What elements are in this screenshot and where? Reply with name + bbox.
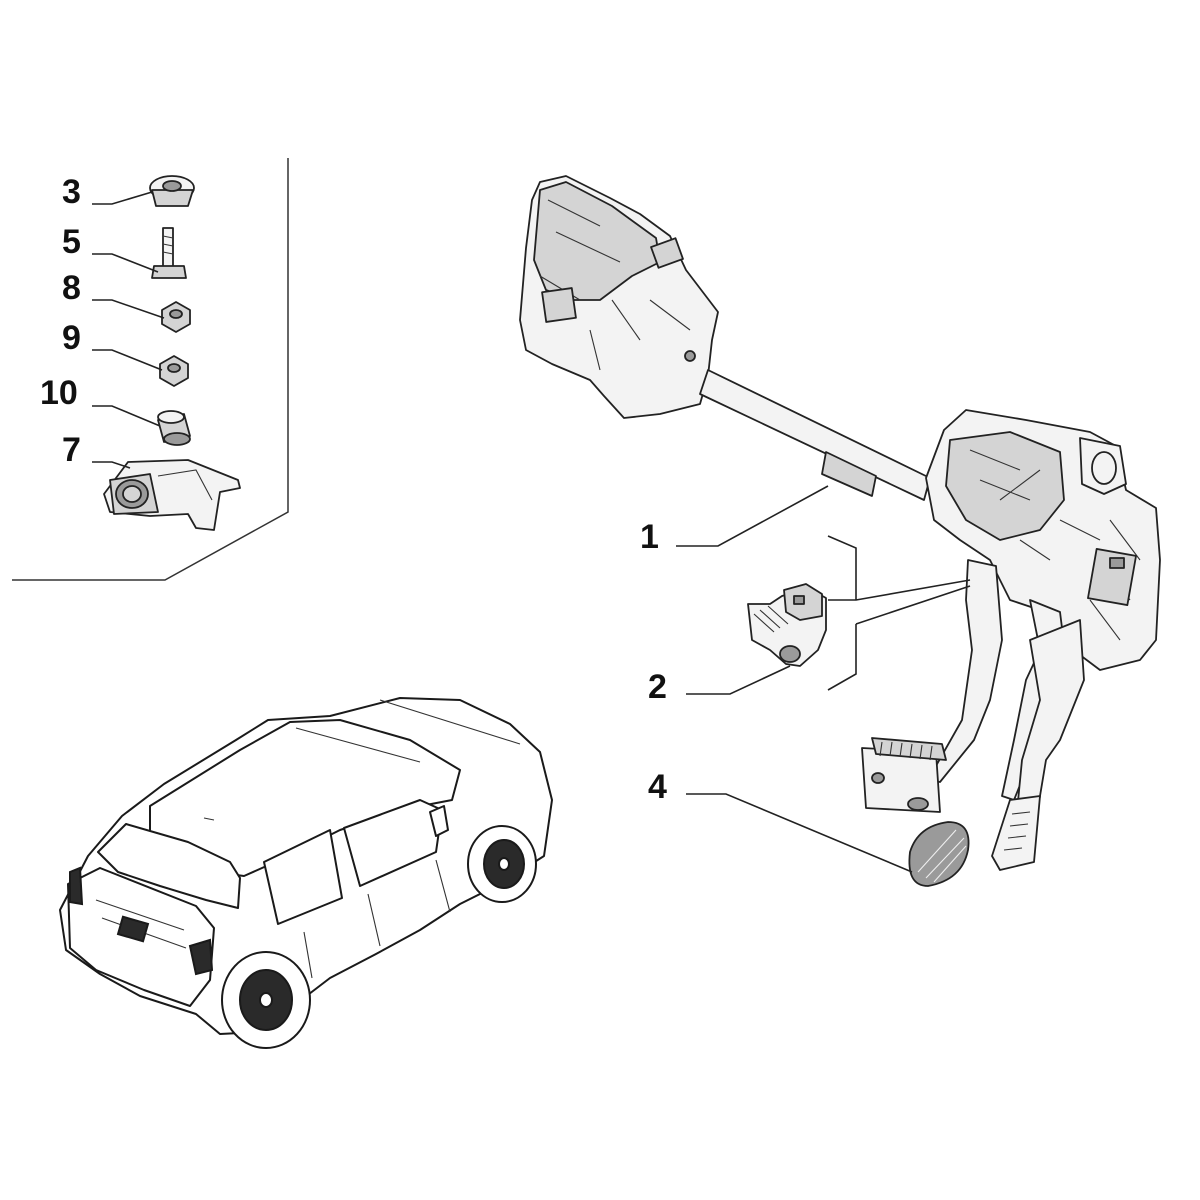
front-wheel [467,825,537,903]
part-1-pedal-assembly [519,175,1161,871]
rear-wheel [221,951,311,1049]
part-5-bolt [151,227,187,279]
part-10-spacer [157,410,191,446]
callout-8: 8 [62,269,81,307]
callout-3: 3 [62,173,81,211]
leader-2 [686,665,791,695]
vehicle-locator [59,697,553,1049]
callout-9: 9 [62,319,81,357]
callout-7: 7 [62,431,81,469]
leader-8 [92,299,165,319]
leader-5 [92,253,159,273]
leader-1 [676,485,829,547]
leader-4 [686,793,913,873]
accelerator-pedal [991,619,1085,871]
callout-1: 1 [640,518,659,556]
part-9-nut [159,355,189,387]
part-3-clip [149,175,195,207]
part-7-sensor [103,459,241,531]
inset-frame-border [12,158,289,581]
callout-10: 10 [40,374,78,412]
bracket-part-2 [827,535,971,691]
leader-9 [92,349,163,371]
hardware-inset: 3 5 8 9 10 7 [12,158,289,581]
callout-5: 5 [62,223,81,261]
callout-2: 2 [648,668,667,706]
brake-pedal-pad [861,737,947,813]
part-2-switch [747,583,827,667]
part-8-nut [161,301,191,333]
callout-4: 4 [648,768,667,806]
leader-7 [92,461,131,469]
leader-3 [92,191,153,205]
leader-10 [92,405,161,427]
part-4-pedal-pad [908,821,970,887]
